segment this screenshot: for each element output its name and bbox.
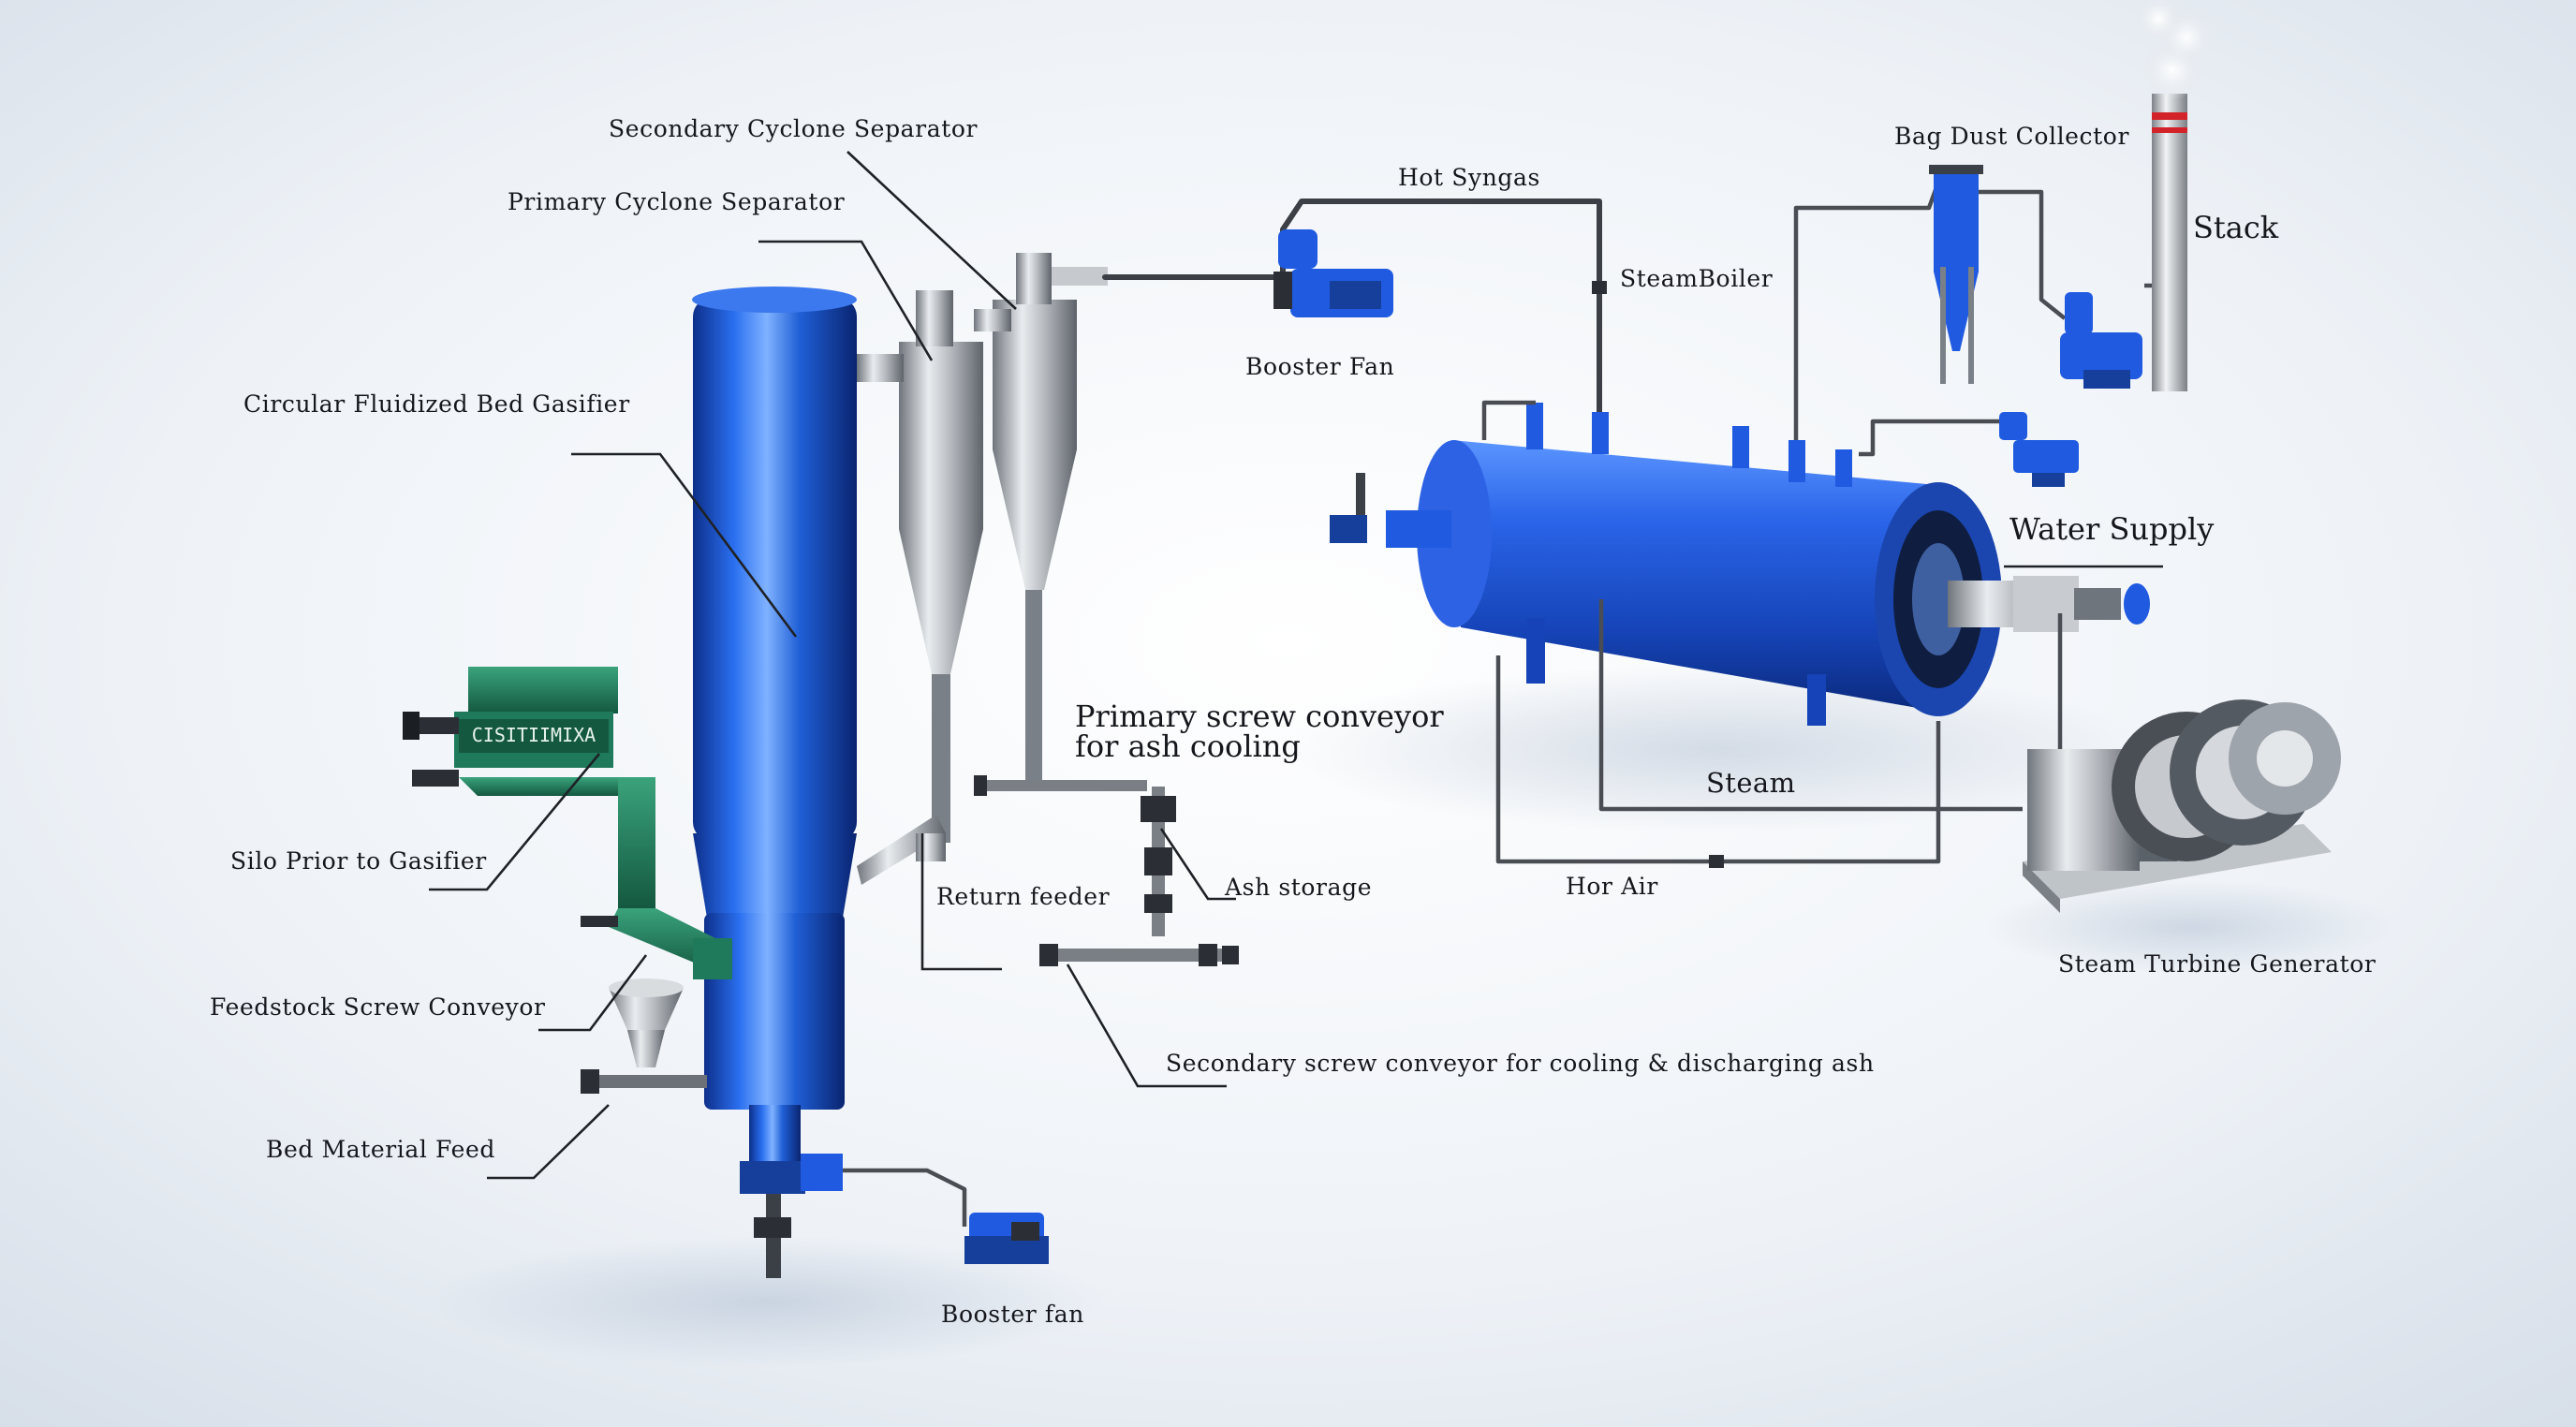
leader-lines bbox=[429, 151, 2163, 1180]
steam-boiler bbox=[1330, 400, 2150, 726]
label-bag-dust-collector: Bag Dust Collector bbox=[1894, 123, 2129, 150]
turbine-shadow bbox=[1985, 880, 2397, 974]
label-feedstock-conveyor: Feedstock Screw Conveyor bbox=[210, 993, 546, 1021]
label-secondary-screw: Secondary screw conveyor for cooling & d… bbox=[1166, 1050, 1875, 1077]
secondary-cyclone-separator bbox=[974, 253, 1108, 782]
label-hot-syngas: Hot Syngas bbox=[1398, 164, 1540, 191]
label-booster-fan-top: Booster Fan bbox=[1245, 353, 1394, 380]
ash-storage bbox=[1141, 787, 1176, 936]
label-water-supply: Water Supply bbox=[2009, 511, 2214, 547]
label-silo: Silo Prior to Gasifier bbox=[230, 847, 487, 875]
stack-fan bbox=[2060, 283, 2154, 389]
label-bed-material: Bed Material Feed bbox=[266, 1136, 495, 1163]
booster-fan-top bbox=[1273, 229, 1393, 317]
label-ash-storage: Ash storage bbox=[1224, 874, 1372, 901]
label-turbine: Steam Turbine Generator bbox=[2058, 950, 2376, 978]
label-primary-screw-line1: Primary screw conveyor bbox=[1075, 699, 1444, 734]
label-stack: Stack bbox=[2193, 210, 2279, 245]
steam-pipe bbox=[1598, 599, 2023, 812]
label-return-feeder: Return feeder bbox=[936, 883, 1110, 910]
secondary-screw-conveyor bbox=[1039, 944, 1239, 966]
label-hor-air: Hor Air bbox=[1566, 873, 1658, 900]
labels: Secondary Cyclone Separator Primary Cycl… bbox=[210, 115, 2376, 1328]
bed-material-feed bbox=[581, 978, 707, 1094]
feedstock-screw-conveyor bbox=[459, 777, 732, 979]
silo-prior-to-gasifier: CISITIIMIXA bbox=[403, 667, 618, 787]
stack bbox=[2134, 0, 2215, 391]
primary-screw-conveyor bbox=[974, 775, 1147, 796]
hot-syngas-pipe bbox=[1102, 199, 1607, 434]
hot-air-pipe bbox=[1495, 655, 1941, 868]
label-steam-boiler: SteamBoiler bbox=[1620, 265, 1773, 292]
water-supply-pump bbox=[1859, 412, 2079, 487]
gasifier-shadow bbox=[431, 1236, 1105, 1367]
label-steam: Steam bbox=[1706, 767, 1795, 799]
label-primary-cyclone: Primary Cyclone Separator bbox=[508, 188, 845, 215]
primary-cyclone-separator bbox=[857, 290, 983, 885]
label-cfb-gasifier: Circular Fluidized Bed Gasifier bbox=[243, 390, 630, 418]
steam-turbine-generator bbox=[2023, 699, 2341, 913]
label-secondary-cyclone: Secondary Cyclone Separator bbox=[609, 115, 978, 142]
booster-fan-bottom bbox=[801, 1154, 1049, 1264]
bag-dust-collector bbox=[1793, 165, 2067, 440]
label-primary-screw-line2: for ash cooling bbox=[1075, 728, 1301, 764]
cfb-gasifier bbox=[692, 287, 857, 1278]
silo-nameplate-text: CISITIIMIXA bbox=[472, 724, 596, 746]
label-booster-fan-bottom: Booster fan bbox=[941, 1301, 1084, 1328]
